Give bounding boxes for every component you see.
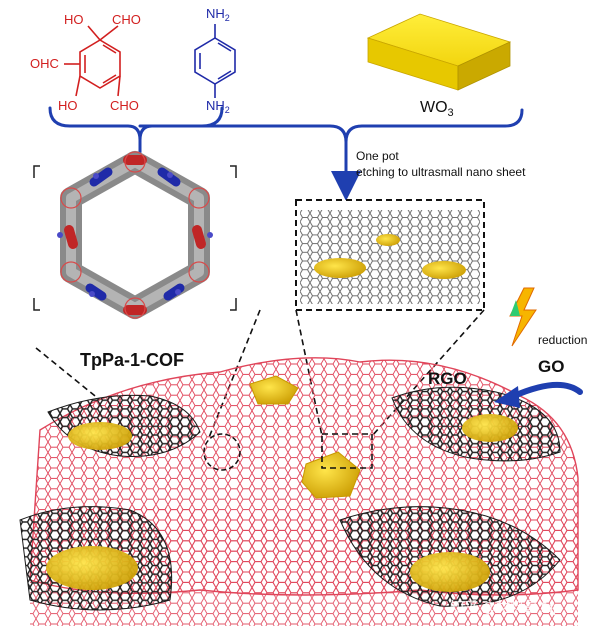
hydroxyl-label-bottom: HO (58, 98, 78, 113)
process-step-line2: etching to ultrasmall nano sheet (356, 165, 526, 179)
go-to-rgo-arrow (511, 381, 583, 399)
nanosheet-inset-left (314, 258, 366, 278)
wo3-nanosheets (46, 375, 518, 592)
cof-label: TpPa-1-COF (80, 350, 184, 370)
merge-bracket (48, 106, 524, 201)
nanosheet-inset-center (376, 234, 400, 246)
reduction-label: reduction (538, 333, 587, 347)
rgo-label: RGO (428, 369, 467, 388)
aldehyde-label-bottom: CHO (110, 98, 139, 113)
zoom-marker-square (321, 433, 373, 469)
triformylphloroglucinol-molecule (64, 25, 121, 97)
go-label: GO (538, 357, 564, 376)
nanosheet-inset-right (422, 261, 466, 279)
phenylenediamine-molecule (194, 24, 236, 98)
wo3-block (366, 13, 512, 91)
amine-label-bottom: NH2 (206, 98, 230, 115)
aldehyde-label-top: CHO (112, 12, 141, 27)
amine-label-top: NH2 (206, 6, 230, 23)
process-step-line1: One pot (356, 149, 399, 163)
wo3-label: WO3 (420, 99, 454, 119)
lightning-bolt-icon (509, 287, 537, 347)
hydroxyl-label-top: HO (64, 12, 84, 27)
zoom-inset (295, 199, 485, 311)
zoom-marker-circle (203, 433, 241, 471)
go-to-rgo-arrowhead (494, 386, 520, 408)
cof-ring-structure (33, 151, 237, 319)
aldehyde-label-left: OHC (30, 56, 59, 71)
watermark-text: 知乎 @材料最Top (450, 599, 561, 615)
